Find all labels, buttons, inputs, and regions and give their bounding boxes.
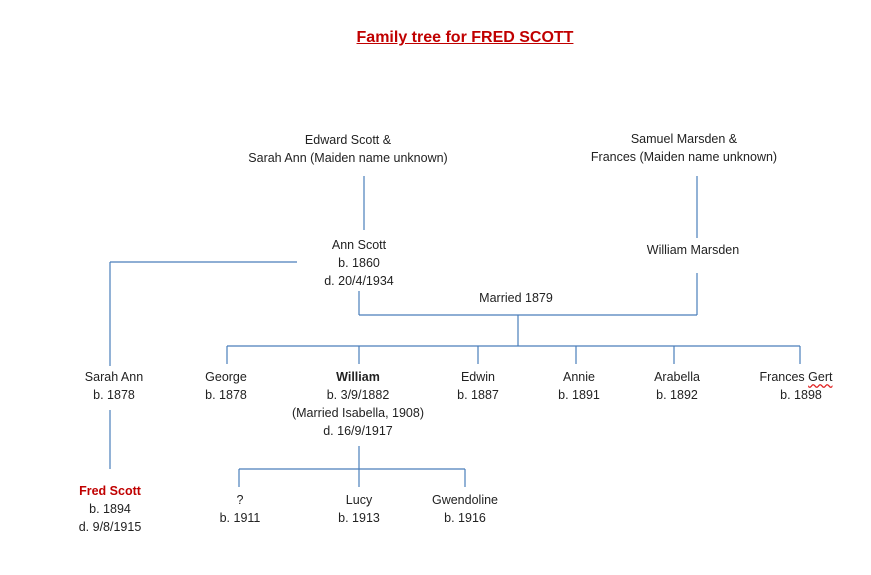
- edwin-born: b. 1887: [457, 388, 499, 402]
- node-sarah-ann: Sarah Ann b. 1878: [64, 368, 164, 404]
- arabella-born: b. 1892: [656, 388, 698, 402]
- unknown-child-name: ?: [236, 493, 244, 507]
- annie-born: b. 1891: [558, 388, 600, 402]
- william-born: b. 3/9/1882: [326, 388, 390, 402]
- annie-name: Annie: [563, 370, 595, 384]
- william-died: d. 16/9/1917: [323, 424, 393, 438]
- frances-gert-first-name: Frances: [759, 370, 805, 384]
- scott-grandparents-line2: Sarah Ann (Maiden name unknown): [248, 151, 448, 165]
- node-william-marsden: William Marsden: [623, 241, 763, 259]
- node-marsden-grandparents: Samuel Marsden & Frances (Maiden name un…: [564, 130, 804, 166]
- ann-scott-name: Ann Scott: [331, 238, 387, 252]
- marsden-grandparents-line1: Samuel Marsden &: [630, 132, 738, 146]
- george-born: b. 1878: [205, 388, 247, 402]
- fred-scott-died: d. 9/8/1915: [78, 520, 142, 534]
- william-marsden-name: William Marsden: [646, 243, 740, 257]
- node-frances-gert: Frances Gert b. 1898: [743, 368, 849, 404]
- fred-scott-born: b. 1894: [89, 502, 131, 516]
- frances-gert-born: b. 1898: [780, 388, 822, 402]
- sarah-ann-born: b. 1878: [93, 388, 135, 402]
- edwin-name: Edwin: [460, 370, 496, 384]
- node-william: William b. 3/9/1882 (Married Isabella, 1…: [270, 368, 446, 440]
- fred-scott-name: Fred Scott: [79, 484, 141, 498]
- william-name: William: [336, 370, 380, 384]
- node-fred-scott: Fred Scott b. 1894 d. 9/8/1915: [60, 482, 160, 536]
- frances-gert-second-name: Gert: [808, 370, 833, 384]
- marriage-label: Married 1879: [479, 291, 553, 305]
- marsden-grandparents-line2: Frances (Maiden name unknown): [590, 150, 778, 164]
- frances-gert-name: Frances Gert: [743, 368, 849, 386]
- node-lucy: Lucy b. 1913: [319, 491, 399, 527]
- node-scott-grandparents: Edward Scott & Sarah Ann (Maiden name un…: [218, 131, 478, 167]
- node-george: George b. 1878: [186, 368, 266, 404]
- william-married: (Married Isabella, 1908): [291, 406, 424, 420]
- gwendoline-name: Gwendoline: [431, 493, 498, 507]
- node-gwendoline: Gwendoline b. 1916: [414, 491, 516, 527]
- node-ann-scott: Ann Scott b. 1860 d. 20/4/1934: [300, 236, 418, 290]
- ann-scott-born: b. 1860: [338, 256, 380, 270]
- node-edwin: Edwin b. 1887: [438, 368, 518, 404]
- node-unknown-child: ? b. 1911: [200, 491, 280, 527]
- george-name: George: [205, 370, 247, 384]
- node-arabella: Arabella b. 1892: [637, 368, 717, 404]
- sarah-ann-name: Sarah Ann: [84, 370, 144, 384]
- lucy-name: Lucy: [345, 493, 373, 507]
- ann-scott-died: d. 20/4/1934: [324, 274, 394, 288]
- gwendoline-born: b. 1916: [444, 511, 486, 525]
- unknown-child-born: b. 1911: [219, 511, 261, 525]
- lucy-born: b. 1913: [338, 511, 380, 525]
- scott-grandparents-line1: Edward Scott &: [304, 133, 392, 147]
- page-title: Family tree for FRED SCOTT: [356, 29, 574, 46]
- arabella-name: Arabella: [654, 370, 700, 384]
- node-annie: Annie b. 1891: [539, 368, 619, 404]
